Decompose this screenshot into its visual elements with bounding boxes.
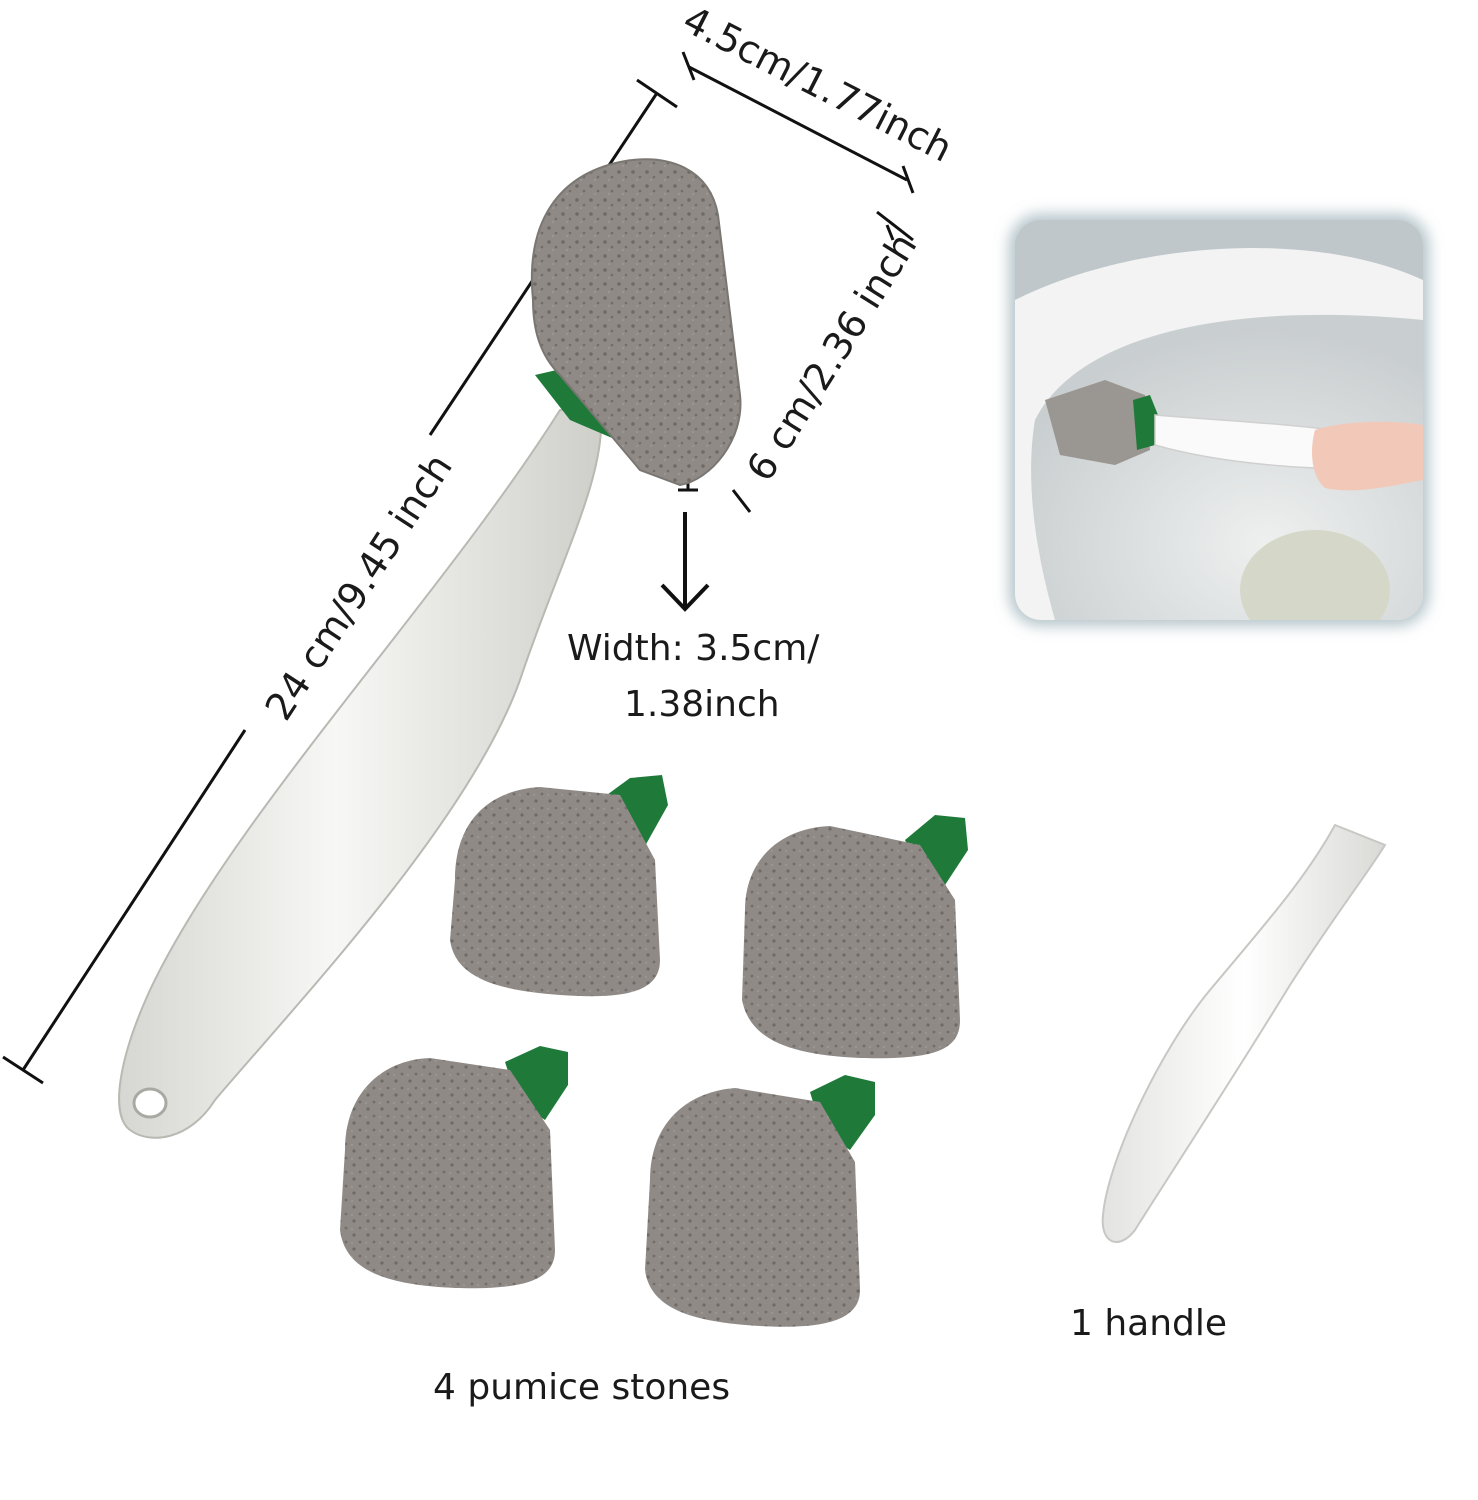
handle-caption: 1 handle	[1070, 1303, 1228, 1344]
pumice-stone	[340, 1046, 568, 1289]
pumice-stones-caption: 4 pumice stones	[433, 1367, 731, 1408]
toilet-usage-illustration	[1015, 220, 1423, 620]
pumice-stone	[645, 1075, 875, 1327]
width-label-line2: 1.38inch	[624, 684, 780, 725]
usage-photo-inset	[1015, 220, 1423, 620]
width-label-line1: Width: 3.5cm/	[567, 628, 820, 669]
pumice-stone	[742, 815, 968, 1059]
pumice-stone	[450, 775, 668, 997]
